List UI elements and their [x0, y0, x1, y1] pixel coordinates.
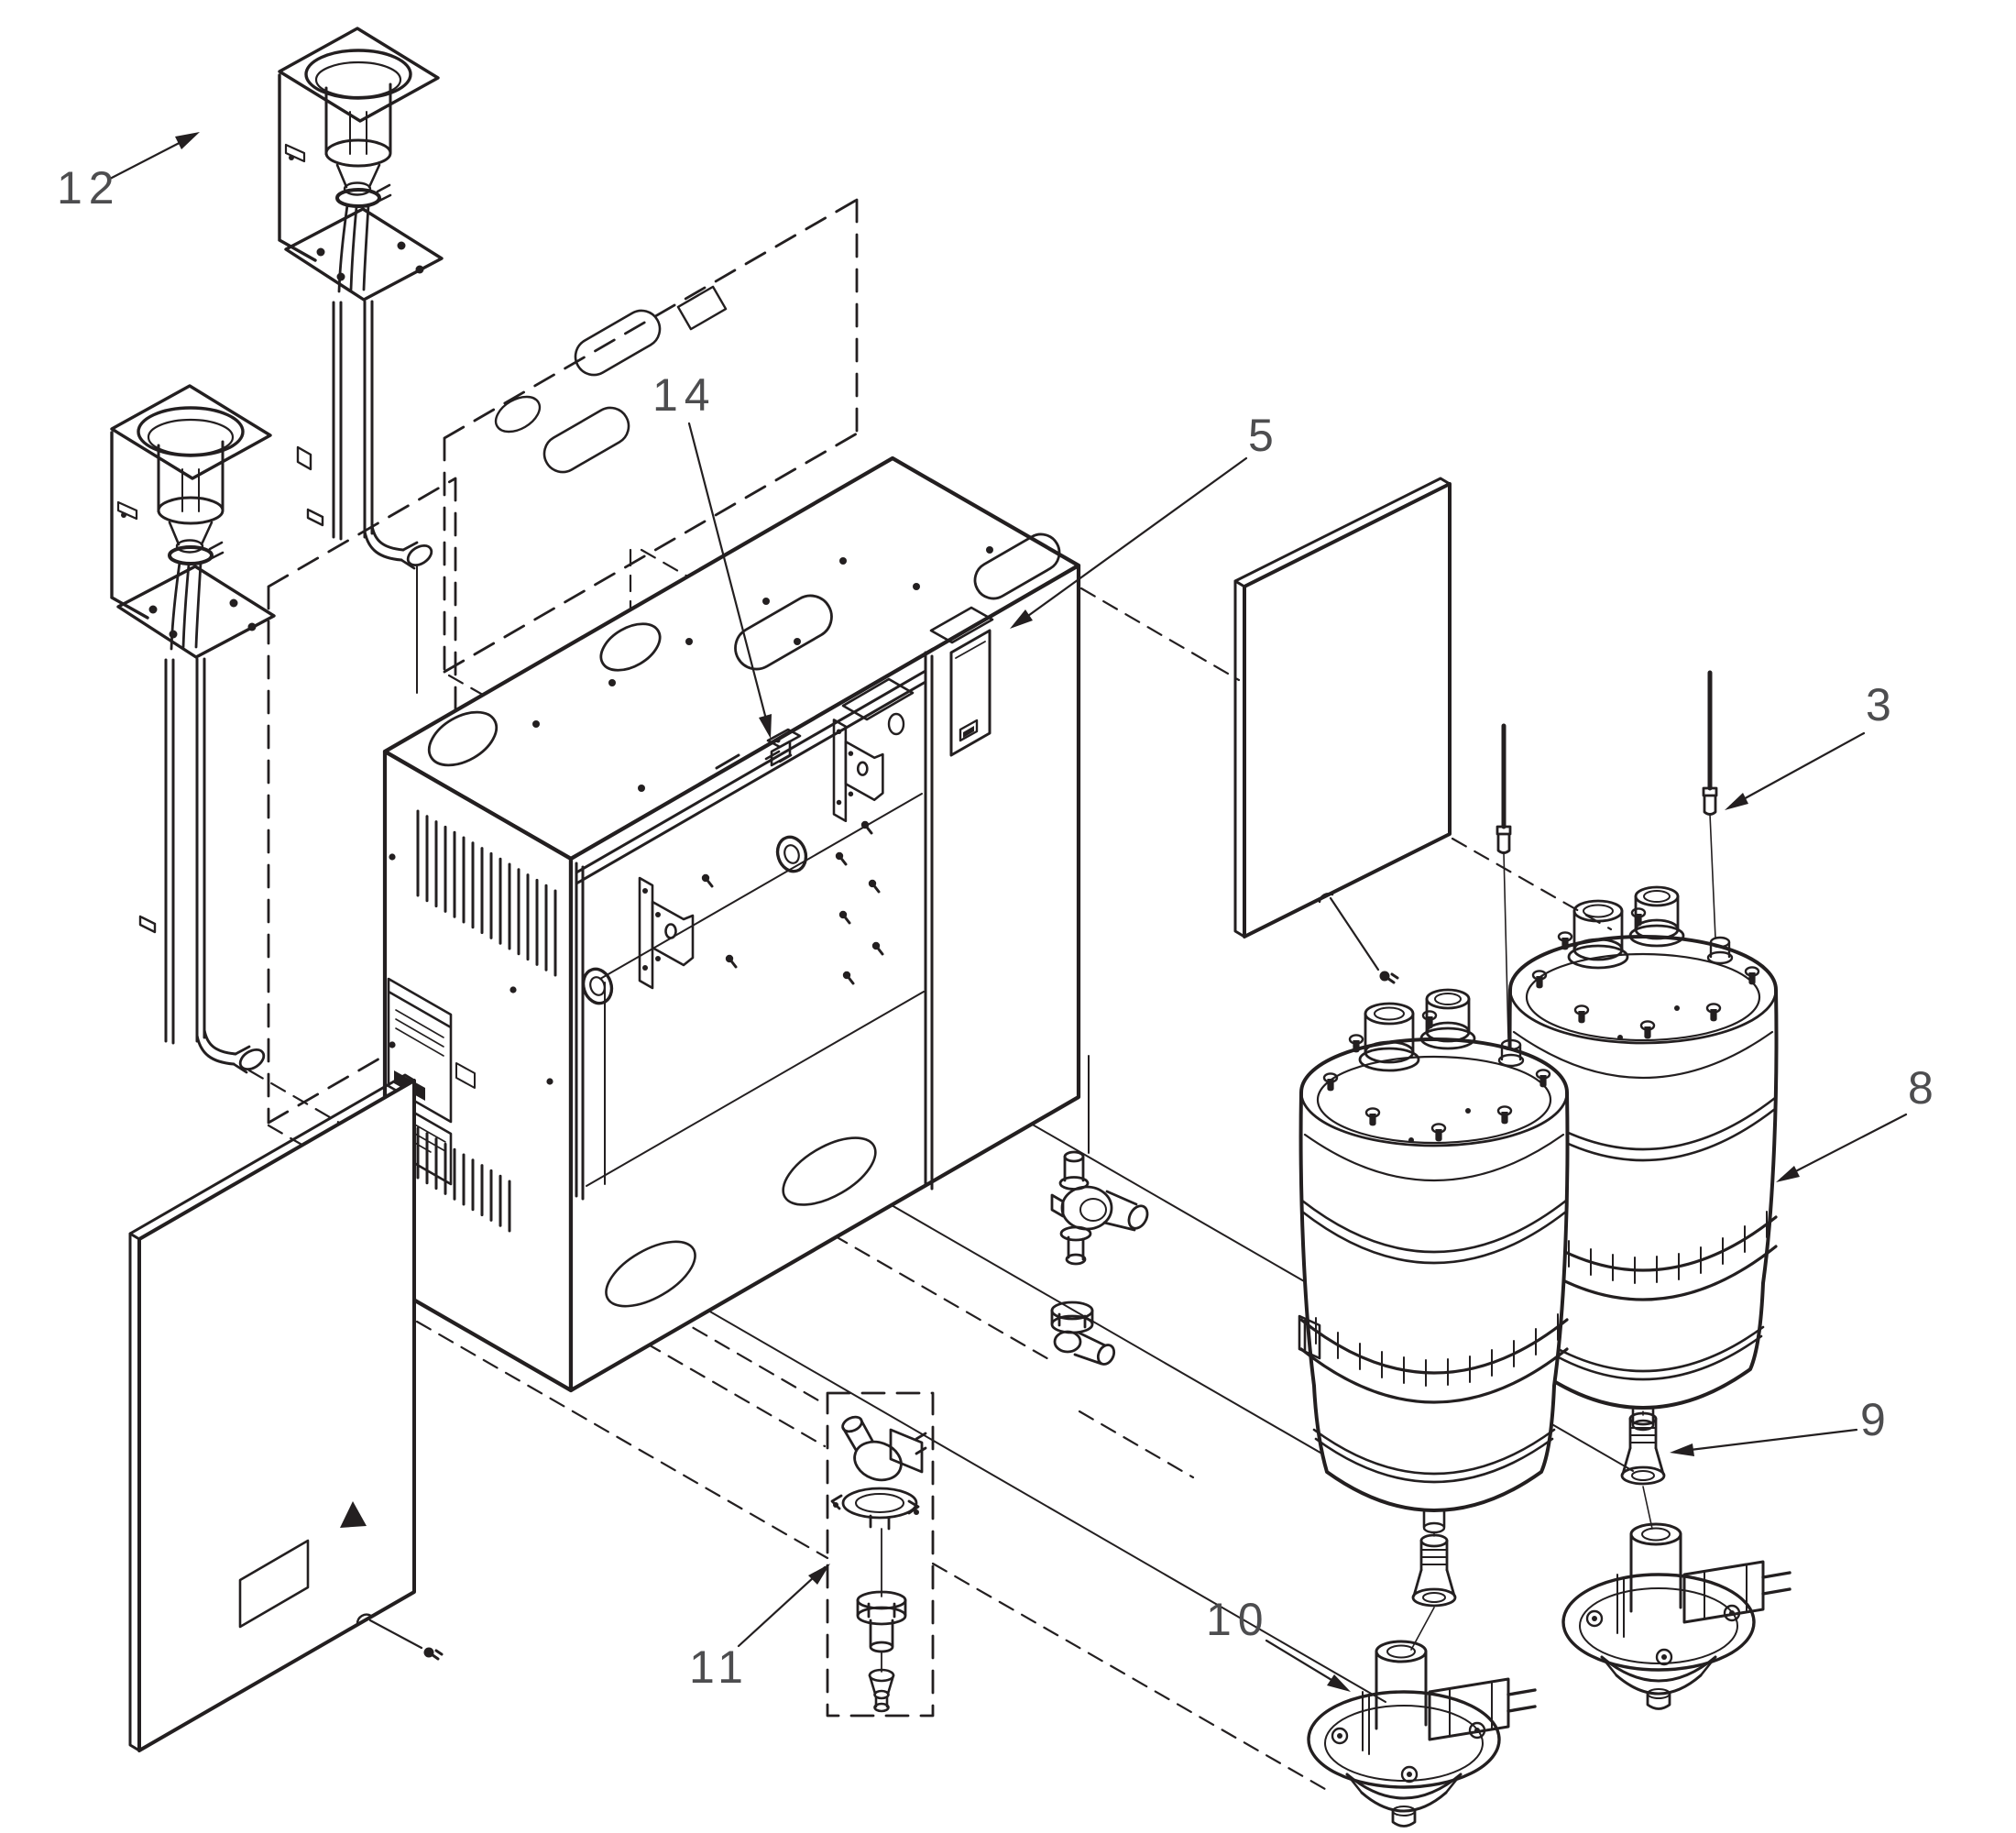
callout-9-arrowhead: [1670, 1443, 1694, 1456]
callout-8-leader: [1780, 1113, 1908, 1180]
hinge-left: [638, 876, 695, 990]
cylinder-probe-left: [1496, 723, 1512, 1040]
callout-3-arrowhead: [1725, 793, 1748, 810]
tempering-valve: [1050, 1150, 1149, 1266]
latch: [764, 728, 802, 767]
callouts: 12 14 5 3 8 9 10 11: [57, 132, 1940, 1693]
cabinet-top-cutouts: [427, 532, 1061, 792]
callout-10-arrowhead: [1327, 1674, 1351, 1692]
drain-valve-left: [1307, 1640, 1537, 1828]
steam-dispersion-assembly-upper: [278, 27, 444, 570]
callout-12-arrowhead: [175, 132, 200, 149]
callout-10-label: 10: [1206, 1594, 1270, 1645]
dashed-panel-outline-left: [267, 477, 457, 1125]
callout-3-leader: [1728, 731, 1866, 808]
grommet: [581, 835, 808, 1005]
callout-9-leader: [1673, 1428, 1858, 1454]
hinge-right: [832, 719, 884, 823]
fill-valve-kit: [826, 1391, 935, 1718]
callout-12-label: 12: [57, 162, 121, 214]
callout-11-arrowhead: [808, 1564, 830, 1585]
callout-11-label: 11: [689, 1641, 750, 1693]
callout-14-label: 14: [652, 369, 717, 421]
steam-cylinder-tank-left: [1299, 990, 1567, 1532]
callout-14-leader: [687, 422, 772, 735]
callout-9-label: 9: [1860, 1394, 1892, 1445]
steam-dispersion-assembly-lower: [110, 384, 276, 1074]
callout-8-label: 8: [1908, 1062, 1940, 1114]
callout-5-arrowhead: [1010, 609, 1033, 629]
elbow-fitting: [1050, 1301, 1116, 1366]
callout-3-label: 3: [1866, 679, 1898, 730]
callout-5-leader: [1013, 456, 1248, 627]
callout-14-arrowhead: [759, 714, 772, 739]
fitting-alignment-lines: [1410, 1410, 1653, 1651]
callout-11-leader: [737, 1565, 827, 1648]
drain-fitting-right: [1620, 1411, 1666, 1486]
callout-8-arrowhead: [1776, 1166, 1800, 1182]
drain-fitting-left: [1411, 1533, 1457, 1608]
front-door-panel: [128, 1073, 444, 1752]
drain-valve-right: [1561, 1522, 1791, 1711]
access-plate: [949, 629, 992, 757]
right-side-panel: [1233, 477, 1452, 984]
cylinder-probe-right: [1702, 670, 1718, 939]
callout-5-label: 5: [1248, 410, 1280, 461]
louver-vents: [416, 809, 557, 1233]
dashed-panel-outline-top: [443, 198, 859, 744]
cabinet-interior: [575, 651, 934, 1308]
cabinet-shell: [382, 456, 1081, 1393]
